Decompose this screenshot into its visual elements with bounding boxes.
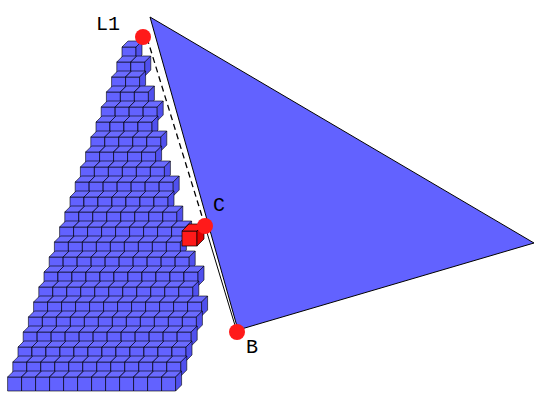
- cube-face: [22, 377, 36, 391]
- cube-face: [36, 377, 50, 391]
- point-label: L1: [96, 15, 120, 35]
- cube-face: [78, 377, 92, 391]
- cube-face: [134, 377, 148, 391]
- cube-face: [92, 377, 106, 391]
- cube-face: [120, 377, 134, 391]
- point-dot: [197, 218, 213, 234]
- cube-face: [50, 377, 64, 391]
- point-dot: [135, 29, 151, 45]
- cube-face: [8, 377, 22, 391]
- plane: [150, 17, 534, 330]
- point-dot: [229, 324, 245, 340]
- point-label: B: [246, 338, 258, 358]
- cube-face: [176, 371, 182, 391]
- edge-line: [205, 226, 237, 332]
- cube-face: [162, 377, 176, 391]
- dashed-line: [147, 38, 205, 226]
- point-label: C: [213, 196, 225, 216]
- cube-face: [148, 377, 162, 391]
- cube-face: [64, 377, 78, 391]
- cube-face: [106, 377, 120, 391]
- cube-staircase: [8, 41, 208, 391]
